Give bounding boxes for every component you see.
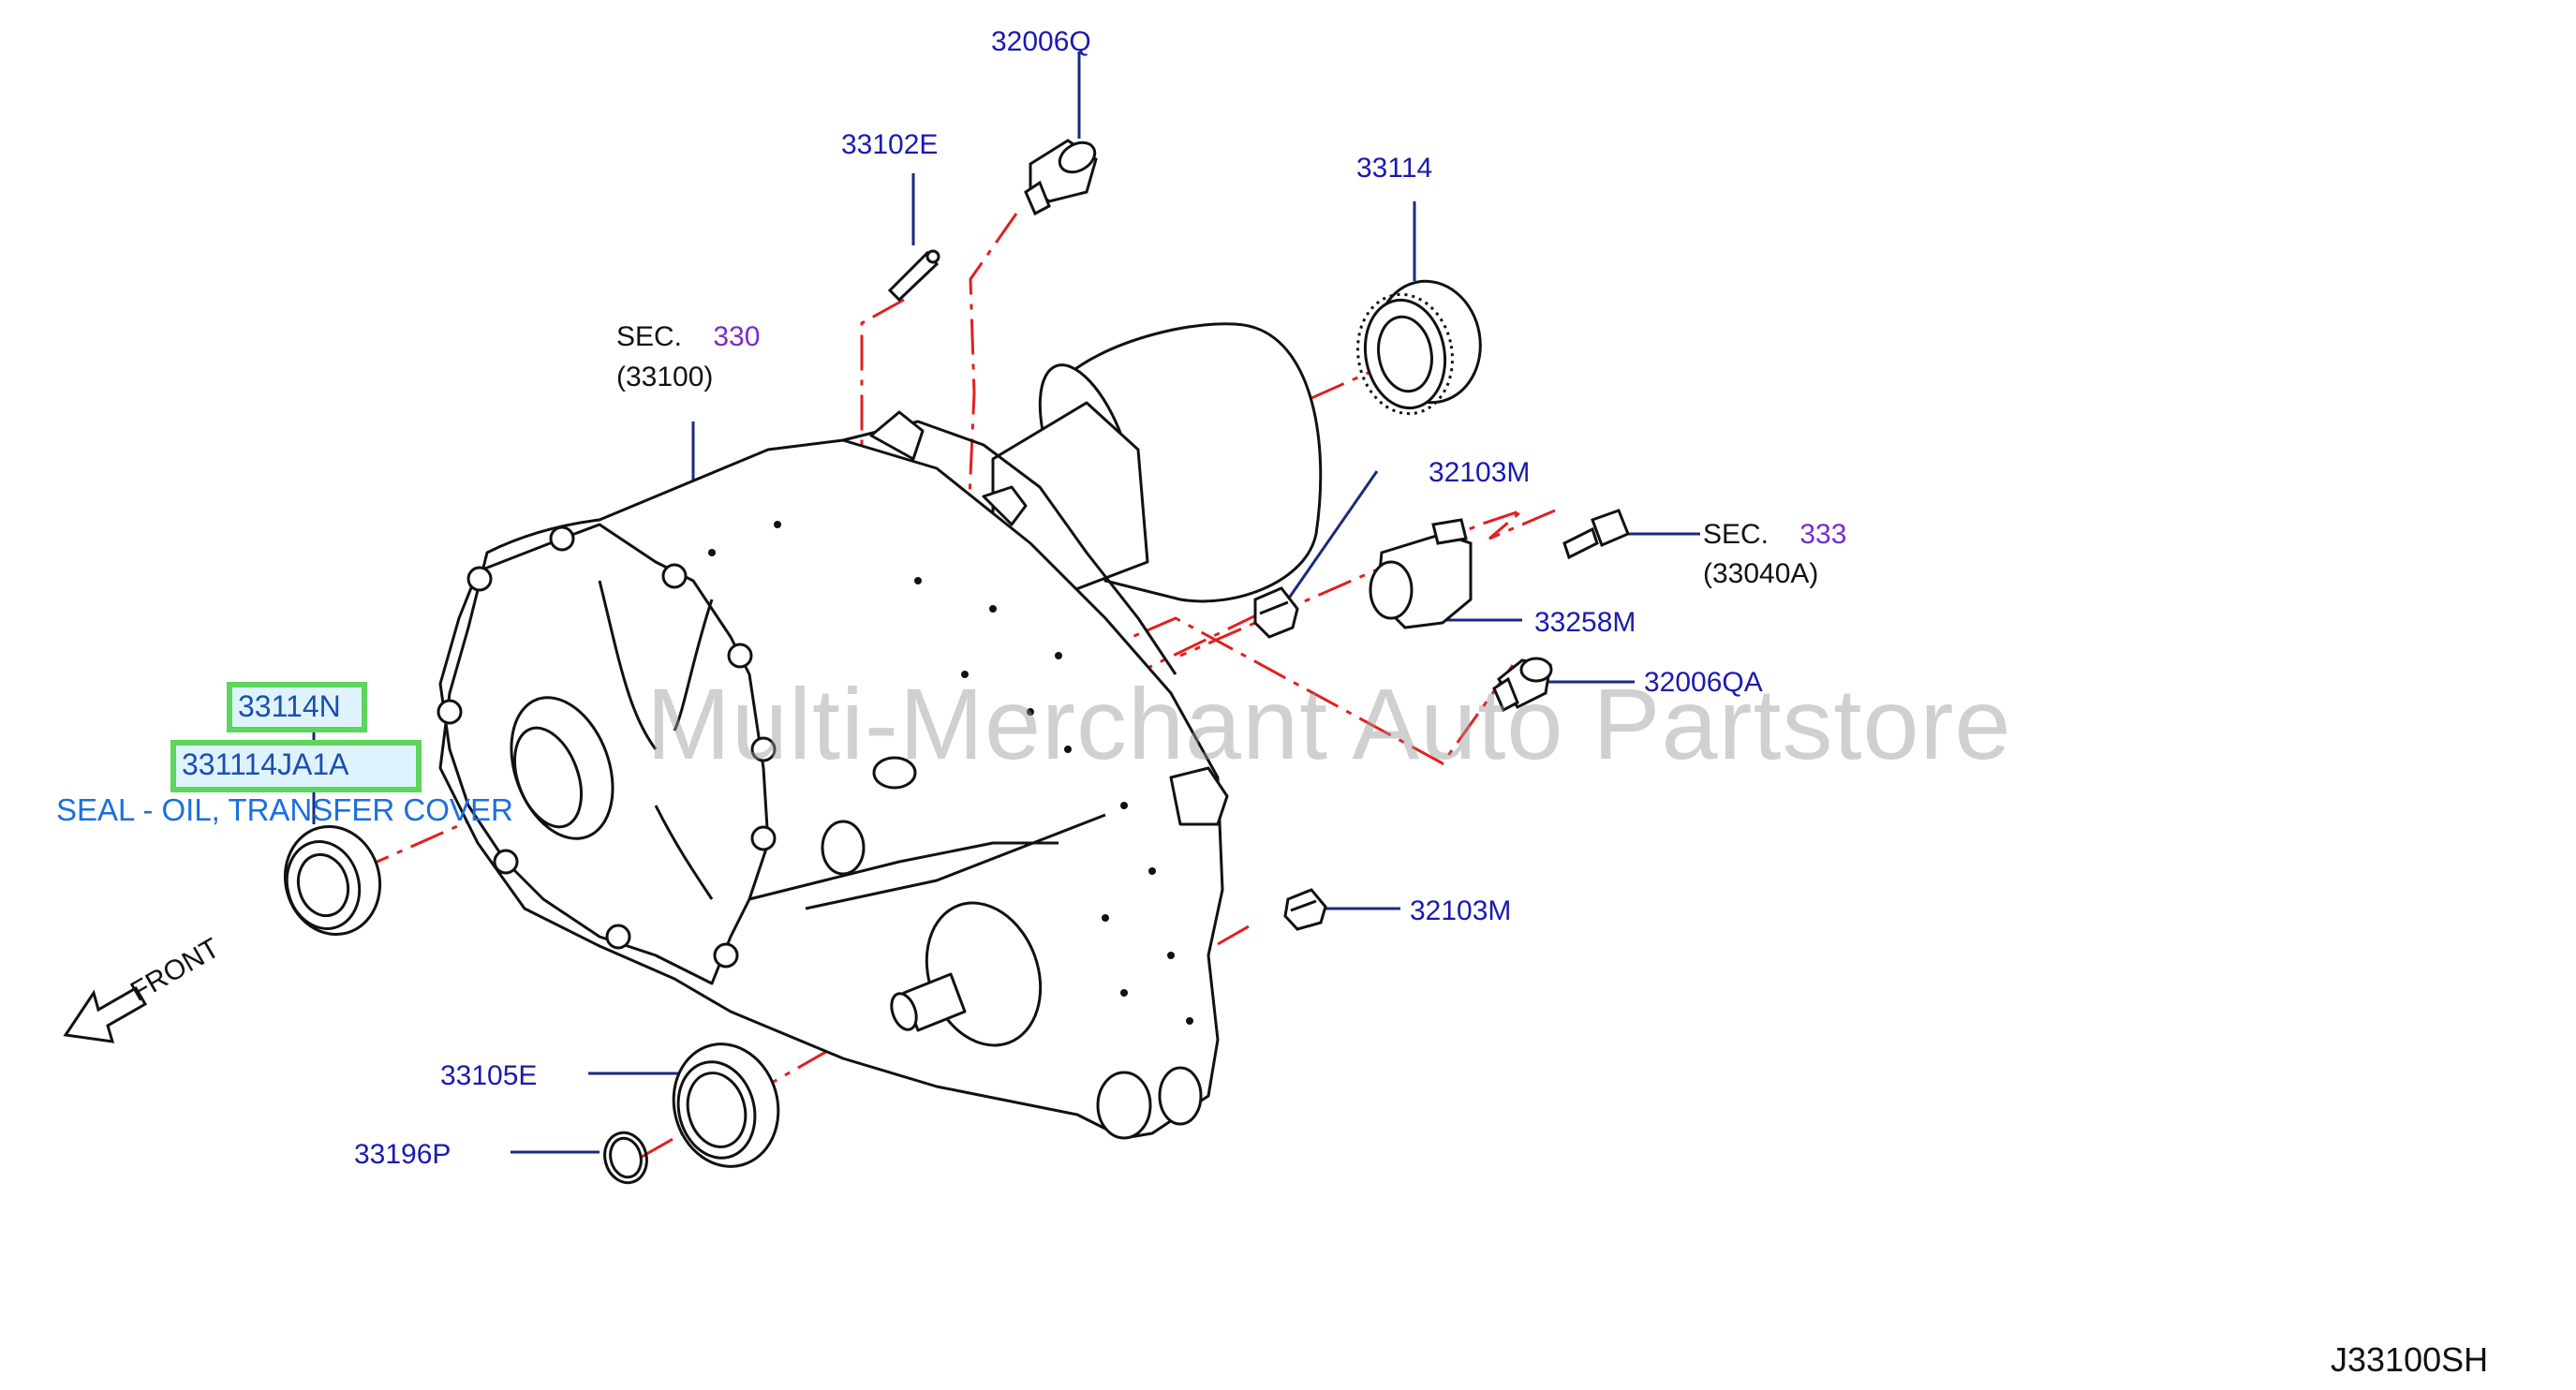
label-33196P[interactable]: 33196P <box>354 1139 452 1170</box>
sec330-prefix: SEC. <box>616 321 683 352</box>
housing-holes <box>708 521 1193 1025</box>
part-description: SEAL - OIL, TRANSFER COVER <box>56 792 513 827</box>
transfer-case-housing <box>437 322 1323 1140</box>
label-33105E[interactable]: 33105E <box>440 1060 538 1091</box>
label-32006Q[interactable]: 32006Q <box>991 26 1091 57</box>
part-sec333-bolt <box>1562 509 1630 560</box>
part-32006Q-switch <box>1024 139 1098 216</box>
centerline-32103M-bottom <box>1217 921 1256 946</box>
diagram-reference-code: J33100SH <box>2331 1340 2489 1379</box>
highlight-33114N[interactable]: 33114N <box>227 682 367 732</box>
watermark-text: Multi-Merchant Auto Partstore <box>646 667 2012 780</box>
centerline-32006Q <box>963 213 1018 600</box>
label-32006QA[interactable]: 32006QA <box>1644 667 1763 698</box>
highlight-331114JA1A[interactable]: 331114JA1A <box>170 740 422 792</box>
label-sec330-sub: (33100) <box>616 362 714 392</box>
label-32103M-bottom[interactable]: 32103M <box>1410 895 1512 926</box>
label-33114[interactable]: 33114 <box>1356 153 1433 184</box>
label-sec333[interactable]: SEC. 333 <box>1703 521 1846 549</box>
part-32103M-top-plug <box>1253 586 1299 639</box>
centerline-32006QA <box>1109 616 1515 765</box>
label-sec330[interactable]: SEC. 330 <box>616 323 760 351</box>
label-sec333-sub: (33040A) <box>1703 558 1819 589</box>
part-33114-bearing <box>1356 279 1482 416</box>
part-33102E-pin <box>887 249 940 303</box>
part-33196P-oring <box>603 1131 648 1185</box>
part-33258M-actuator <box>1369 518 1473 629</box>
part-32006QA-switch <box>1492 657 1553 713</box>
label-32103M-top[interactable]: 32103M <box>1429 457 1531 488</box>
flange-bolt-bosses <box>437 525 777 969</box>
label-33102E[interactable]: 33102E <box>841 129 939 160</box>
sec333-prefix: SEC. <box>1703 519 1769 550</box>
part-33114N-seal <box>283 825 382 936</box>
sec330-number: 330 <box>713 321 761 352</box>
front-arrow-icon <box>63 985 148 1043</box>
sec333-number: 333 <box>1799 519 1847 550</box>
centerline-seal-left <box>355 811 488 873</box>
leader-32103M-top <box>1286 470 1379 600</box>
part-32103M-bottom-plug <box>1283 888 1327 931</box>
label-33258M[interactable]: 33258M <box>1534 607 1636 638</box>
part-33105E-seal <box>672 1042 780 1168</box>
